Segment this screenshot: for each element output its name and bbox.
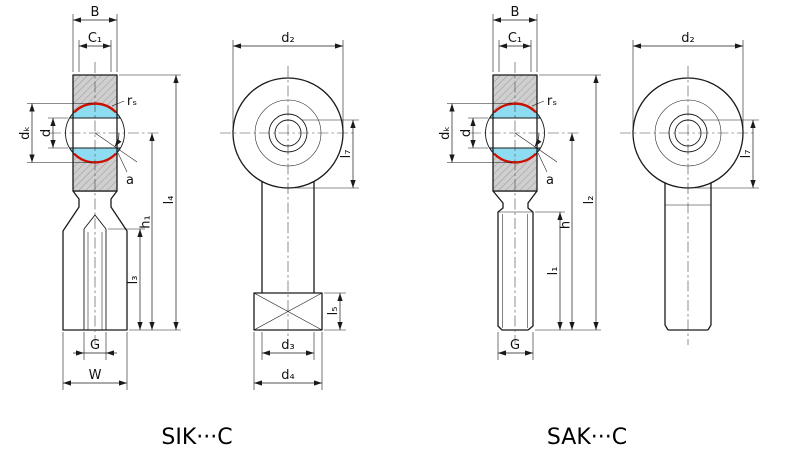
dim-h-label: h xyxy=(559,221,574,229)
sak-side-view: d₂ l₇ xyxy=(620,31,759,345)
dim-l4-label: l₄ xyxy=(162,196,177,205)
dim-d-label: d xyxy=(459,129,474,137)
dim-C1-label: C₁ xyxy=(88,31,102,46)
dim-C1-sik: C₁ xyxy=(78,31,112,72)
dim-B-sak: B xyxy=(492,5,538,72)
dim-d4-sik: d₄ xyxy=(253,332,323,390)
dim-dk-label: dₖ xyxy=(438,126,453,140)
dim-a-label: a xyxy=(126,173,134,188)
dim-d2-label: d₂ xyxy=(681,31,694,46)
dim-B-label: B xyxy=(91,5,100,20)
dim-l3-label: l₃ xyxy=(126,276,141,285)
sik-side-view: d₂ l₇ l₅ d₃ d₄ xyxy=(220,31,359,390)
dim-l2-label: l₂ xyxy=(582,196,597,205)
sak-external-thread xyxy=(498,211,533,328)
sak-front-view: a rₛ B C₁ dₖ d xyxy=(438,5,601,360)
dim-W-sik: W xyxy=(62,332,128,390)
dim-a-sik: a xyxy=(94,132,138,188)
dim-l4-sik: l₄ xyxy=(162,75,179,330)
dim-d-sik: d xyxy=(39,117,68,149)
dim-l7-sak: l₇ xyxy=(695,119,759,189)
dim-l1-label: l₁ xyxy=(546,267,561,276)
dim-W-label: W xyxy=(89,368,102,383)
dim-rs-label: rₛ xyxy=(547,94,557,109)
dim-l1-sak: l₁ xyxy=(546,212,563,330)
dim-d4-label: d₄ xyxy=(281,368,294,383)
dim-h-sak: h xyxy=(559,133,575,330)
sik-internal-thread xyxy=(83,214,107,330)
dim-G-label: G xyxy=(90,338,100,353)
dim-rs-label: rₛ xyxy=(127,94,137,109)
dim-l7-label: l₇ xyxy=(739,150,754,159)
dim-C1-sak: C₁ xyxy=(498,31,532,72)
dim-a-label: a xyxy=(546,173,554,188)
dim-G-sak: G xyxy=(497,332,534,360)
dim-a-sak: a xyxy=(514,132,558,188)
dim-l5-sik: l₅ xyxy=(324,292,346,331)
dim-dk-sak: dₖ xyxy=(438,103,512,163)
dim-d3-sik: d₃ xyxy=(261,332,315,360)
dim-d-label: d xyxy=(39,129,54,137)
dim-dk-label: dₖ xyxy=(18,126,33,140)
dim-l3-sik: l₃ xyxy=(126,229,143,330)
dim-l2-sak: l₂ xyxy=(582,75,599,330)
dim-d2-sik: d₂ xyxy=(232,31,344,128)
dim-h1-label: h₁ xyxy=(139,215,154,228)
dim-C1-label: C₁ xyxy=(508,31,522,46)
dim-B-label: B xyxy=(511,5,520,20)
sik-front-view: a rₛ B C₁ dₖ d xyxy=(18,5,181,390)
dim-d3-label: d₃ xyxy=(281,338,294,353)
dim-rs-sak: rₛ xyxy=(531,94,557,109)
dim-l7-sik: l₇ xyxy=(295,119,359,189)
dim-G-label: G xyxy=(510,338,520,353)
dim-l5-label: l₅ xyxy=(326,307,341,316)
dim-B-sik: B xyxy=(72,5,118,72)
dim-d-sak: d xyxy=(459,117,488,149)
dim-dk-sik: dₖ xyxy=(18,103,92,163)
dim-l7-label: l₇ xyxy=(339,150,354,159)
sak-title: SAK···C xyxy=(547,425,627,450)
dim-d2-sak: d₂ xyxy=(632,31,744,128)
sik-title: SIK···C xyxy=(161,425,232,450)
dim-G-sik: G xyxy=(73,332,117,360)
dim-rs-sik: rₛ xyxy=(111,94,137,109)
dim-d2-label: d₂ xyxy=(281,31,294,46)
dim-h1-sik: h₁ xyxy=(139,133,155,330)
